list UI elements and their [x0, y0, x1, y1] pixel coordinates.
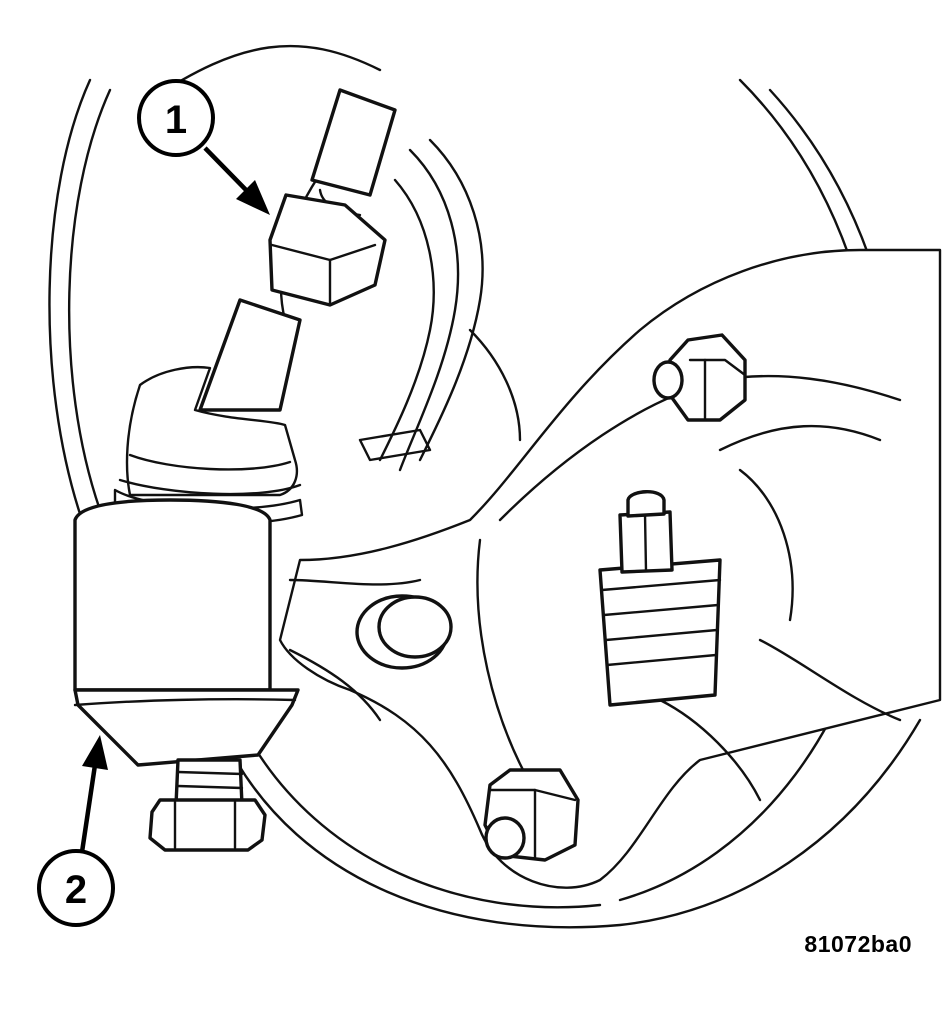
callout-2-circle [37, 849, 115, 927]
callout-2: 2 [37, 735, 115, 927]
upper-lug-nut [652, 333, 747, 422]
callout-1: 1 [137, 79, 270, 215]
callout-2-label: 2 [65, 868, 87, 912]
callout-2-arrowhead [82, 735, 108, 770]
callout-2-leader [79, 764, 98, 853]
callout-1-circle [137, 79, 215, 157]
lower-lug-nut [483, 768, 580, 862]
figure-id: 81072ba0 [804, 931, 912, 957]
puller-tool [73, 498, 300, 852]
control-arm [358, 138, 522, 472]
callout-1-arrowhead [236, 180, 270, 215]
callout-1-leader [203, 146, 250, 194]
caliper-slide-pin [598, 490, 722, 707]
tie-rod-jam-nut [268, 193, 387, 307]
callout-1-label: 1 [165, 98, 187, 142]
middle-stud [355, 594, 453, 670]
